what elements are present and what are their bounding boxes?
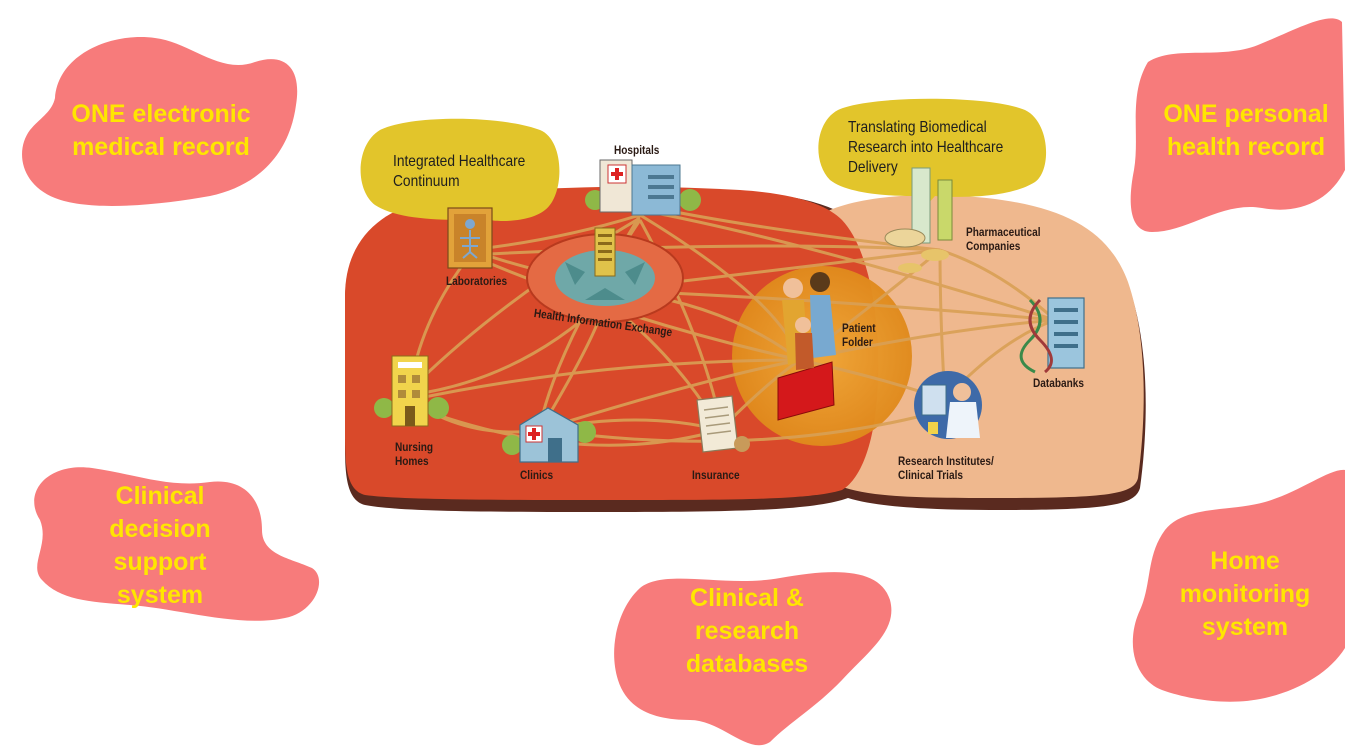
blob-line: monitoring xyxy=(1179,580,1311,608)
blob-line: Clinical xyxy=(115,482,205,510)
blob-home xyxy=(1132,469,1345,702)
blob-line: ONE electronic xyxy=(71,100,251,128)
blob-line: databases xyxy=(685,650,809,678)
blob-line: research xyxy=(694,617,800,645)
label-line: Nursing xyxy=(395,440,434,454)
callout-line: Integrated Healthcare xyxy=(393,153,526,170)
label-line: Clinical Trials xyxy=(898,468,963,482)
blob-line: system xyxy=(1201,613,1289,641)
blob-line: decision xyxy=(109,515,211,543)
blob-databases xyxy=(614,572,892,746)
callout-line: Continuum xyxy=(393,173,460,190)
clinics-icon xyxy=(502,407,596,463)
label-clinics: Clinics xyxy=(520,468,554,482)
label-databanks: Databanks xyxy=(1033,376,1084,390)
blob-databases-text: Clinical & research databases xyxy=(672,582,822,681)
callout-integrated-text: Integrated Healthcare Continuum xyxy=(393,152,525,192)
label-pharma: Pharmaceutical Companies xyxy=(966,225,1041,253)
blob-cdss xyxy=(34,467,320,621)
label-research: Research Institutes/ Clinical Trials xyxy=(898,454,994,482)
blob-line: system xyxy=(116,581,204,609)
blob-line: Clinical & xyxy=(690,584,804,612)
blob-line: Home xyxy=(1210,547,1280,575)
nursing-homes-icon xyxy=(374,355,449,427)
label-patient-folder: Patient Folder xyxy=(842,321,876,349)
label-insurance: Insurance xyxy=(692,468,740,482)
callout-translating xyxy=(818,98,1047,218)
blob-phr-text: ONE personal health record xyxy=(1150,98,1342,164)
label-line: Homes xyxy=(395,454,429,468)
research-icon xyxy=(914,371,982,439)
blob-line: medical record xyxy=(72,133,250,161)
callout-line: Translating Biomedical xyxy=(848,119,987,136)
blob-home-text: Home monitoring system xyxy=(1165,545,1325,644)
blob-line: ONE personal xyxy=(1163,100,1329,128)
label-line: Folder xyxy=(842,335,873,349)
patient-family-icon xyxy=(777,272,836,421)
label-laboratories: Laboratories xyxy=(446,274,508,288)
insurance-icon xyxy=(696,395,750,453)
blob-line: health record xyxy=(1166,133,1326,161)
callout-line: Research into Healthcare xyxy=(848,139,1004,156)
blob-phr xyxy=(1130,18,1345,232)
label-line: Pharmaceutical xyxy=(966,225,1041,239)
label-line: Companies xyxy=(966,239,1021,253)
label-nursing: Nursing Homes xyxy=(395,440,433,468)
label-line: Research Institutes/ xyxy=(898,454,994,468)
callout-translating-text: Translating Biomedical Research into Hea… xyxy=(848,118,1003,178)
blob-ehr-text: ONE electronic medical record xyxy=(58,98,264,164)
databanks-icon xyxy=(1019,297,1085,374)
pharmaceutical-icon xyxy=(884,167,953,273)
callout-integrated xyxy=(360,118,560,238)
callout-line: Delivery xyxy=(848,159,898,176)
blob-line: support xyxy=(113,548,207,576)
hospitals-icon xyxy=(585,159,701,216)
laboratories-icon xyxy=(447,207,493,269)
blob-ehr xyxy=(22,37,298,206)
blob-cdss-text: Clinical decision support system xyxy=(100,480,220,612)
label-hospitals: Hospitals xyxy=(614,143,660,157)
label-line: Patient xyxy=(842,321,876,335)
hie-hub-icon xyxy=(526,227,684,323)
